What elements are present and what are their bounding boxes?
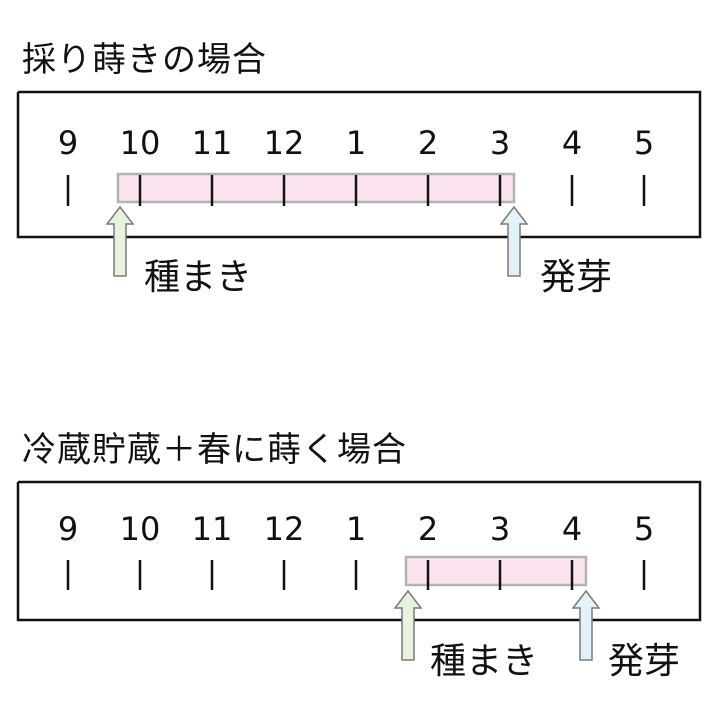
sow-label: 種まき (144, 257, 253, 298)
diagram-2-title: 冷蔵貯蔵＋春に蒔く場合 (22, 430, 407, 470)
month-label: 10 (120, 124, 161, 162)
month-labels: 9 10 11 12 1 2 3 4 5 (58, 510, 654, 548)
timeline-frame (16, 90, 702, 239)
month-labels: 9 10 11 12 1 2 3 4 5 (58, 124, 654, 162)
sprout-arrow-icon (571, 589, 601, 661)
month-label: 12 (264, 124, 305, 162)
diagram-1-title: 採り蒔きの場合 (22, 40, 267, 80)
frame-outline (16, 480, 702, 622)
sow-label: 種まき (430, 641, 539, 682)
frame-outline (16, 90, 702, 239)
timeline-diagram-1: 9 10 11 12 1 2 3 4 5 (16, 90, 702, 277)
month-label: 2 (418, 124, 438, 162)
timeline-frame (16, 480, 702, 622)
sow-arrow-icon (105, 205, 135, 277)
month-label: 4 (562, 510, 582, 548)
month-label: 11 (192, 124, 233, 162)
month-label: 5 (634, 510, 654, 548)
sprout-label: 発芽 (540, 257, 613, 298)
month-label: 5 (634, 124, 654, 162)
month-label: 9 (58, 124, 78, 162)
month-label: 9 (58, 510, 78, 548)
germination-period-bar (404, 555, 588, 587)
timeline-diagram-2: 9 10 11 12 1 2 3 4 5 (16, 480, 702, 661)
month-label: 1 (346, 124, 366, 162)
month-label: 3 (490, 510, 510, 548)
month-ticks (66, 175, 646, 206)
month-label: 2 (418, 510, 438, 548)
month-label: 4 (562, 124, 582, 162)
month-label: 11 (192, 510, 233, 548)
month-label: 3 (490, 124, 510, 162)
sow-arrow-icon (393, 589, 423, 661)
month-ticks (66, 560, 646, 590)
sprout-arrow-icon (499, 205, 529, 277)
sprout-label: 発芽 (608, 641, 681, 682)
month-label: 10 (120, 510, 161, 548)
month-label: 12 (264, 510, 305, 548)
month-label: 1 (346, 510, 366, 548)
germination-period-bar (116, 172, 516, 204)
